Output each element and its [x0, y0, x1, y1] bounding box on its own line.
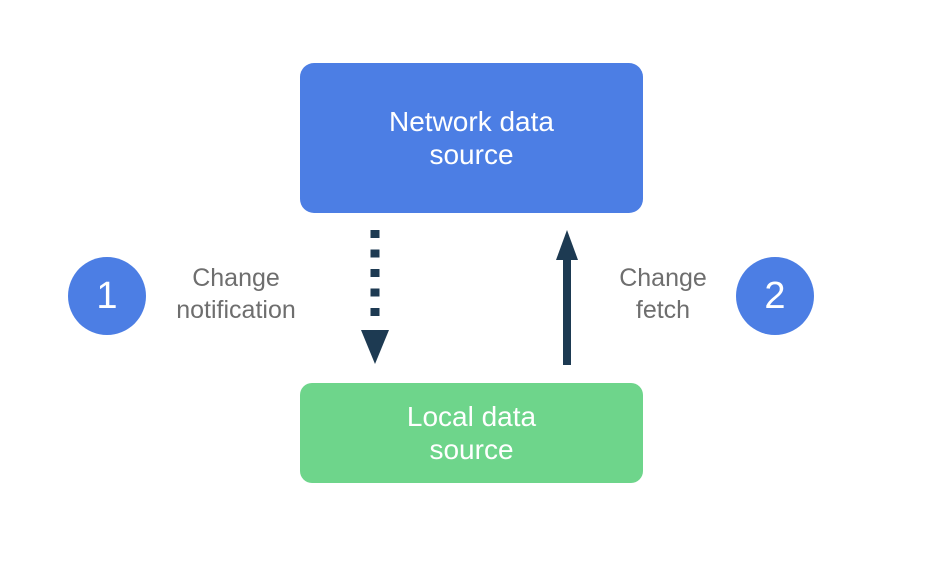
step-2-label: Change fetch [619, 264, 707, 324]
local-data-source-label: Local data source [406, 401, 537, 465]
network-data-source-label: Network data source [389, 106, 554, 170]
step-2-number: 2 [764, 274, 786, 317]
step-1-label: Change notification [176, 264, 296, 324]
step-2-badge: 2 [736, 257, 814, 335]
change-notification-arrow [361, 230, 389, 364]
network-data-source-node: Network data source [300, 63, 643, 213]
step-1-number: 1 [96, 274, 118, 317]
down-arrowhead-icon [361, 330, 389, 364]
up-arrowhead-icon [556, 230, 578, 260]
local-data-source-node: Local data source [300, 383, 643, 483]
step-1-badge: 1 [68, 257, 146, 335]
